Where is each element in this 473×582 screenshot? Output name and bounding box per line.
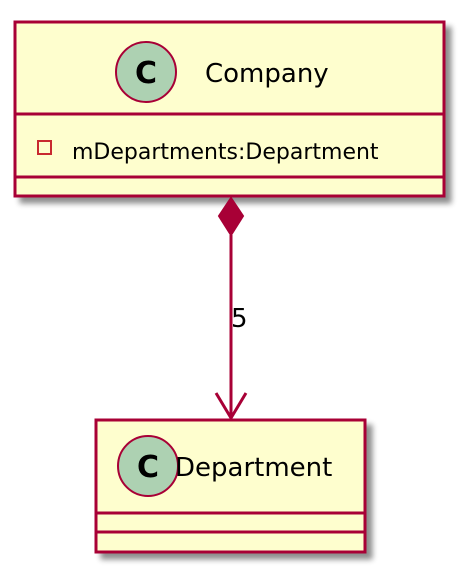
composition-relation[interactable]: 5 xyxy=(214,196,248,420)
company-class-box xyxy=(13,20,446,198)
department-class-stereotype-letter: C xyxy=(137,450,159,485)
company-class-stereotype-icon xyxy=(115,41,177,103)
company-class-name: Company xyxy=(205,59,329,89)
open-arrowhead-icon xyxy=(214,392,248,420)
department-class-name: Department xyxy=(175,453,332,483)
composition-diamond-icon xyxy=(217,196,245,237)
private-visibility-icon xyxy=(37,140,52,155)
multiplicity-label: 5 xyxy=(231,304,248,334)
department-class-stereotype-icon xyxy=(117,435,179,497)
company-attribute-mdepartments: mDepartments:Department xyxy=(72,140,379,165)
company-class-stereotype-letter: C xyxy=(135,56,157,91)
company-class[interactable]: C Company mDepartments:Department xyxy=(13,20,446,198)
department-class[interactable]: C Department xyxy=(94,418,367,554)
